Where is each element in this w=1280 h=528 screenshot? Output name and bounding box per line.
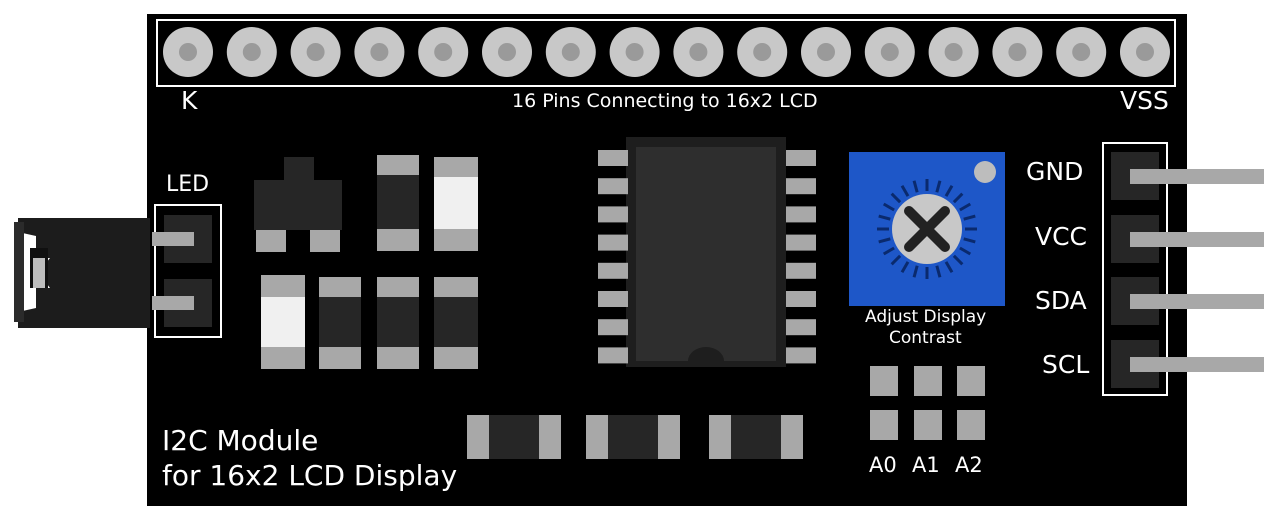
pot-tick [935, 265, 942, 278]
pot-tick [944, 261, 954, 274]
header-pin [163, 27, 213, 77]
led-jumper-frame [154, 204, 222, 338]
header-pin [864, 27, 915, 77]
pot-tick [882, 246, 895, 256]
pot-caption-line1: Adjust Display [865, 307, 987, 327]
pot-corner-dot [974, 161, 996, 183]
header-pins [163, 27, 1170, 77]
ic-leg-right [786, 178, 816, 195]
header-pin [609, 27, 660, 77]
pin-header-caption: 16 Pins Connecting to 16x2 LCD [512, 90, 818, 112]
ic-leg-left [598, 347, 628, 364]
header-pin [545, 27, 596, 77]
header-pin [1120, 27, 1170, 77]
ic-leg-left [598, 178, 628, 195]
smd-resistor-r4 [434, 277, 478, 369]
pot-tick [963, 214, 976, 221]
pot-tick [900, 184, 910, 197]
ic-leg-left [598, 234, 628, 251]
header-pin [673, 27, 724, 77]
i2c-header-pins [1130, 169, 1264, 372]
i2c-pin-label-vcc: VCC [1035, 222, 1088, 251]
header-pin [290, 27, 341, 77]
pin-header-frame [156, 19, 1176, 87]
header-pin [354, 27, 405, 77]
pot-tick [944, 184, 954, 197]
ic-leg-right [786, 150, 816, 166]
ic-leg-right [786, 291, 816, 307]
module-title-line1: I2C Module [162, 424, 319, 457]
ic-leg-left [598, 206, 628, 223]
pin-vss-label: VSS [1120, 86, 1169, 115]
pot-tick [952, 192, 964, 204]
smd-led-1 [434, 157, 478, 251]
pot-tick [912, 265, 919, 278]
ic-leg-left [598, 262, 628, 279]
pin-k-label: K [181, 86, 198, 115]
jumper-pin-bottom [152, 296, 194, 310]
header-pin [737, 27, 788, 77]
pot-knob-cross [904, 206, 950, 252]
pot-tick [900, 261, 910, 274]
pot-tick [959, 246, 972, 256]
transistor [254, 157, 342, 252]
pot-tick [963, 237, 976, 244]
address-jumper-pads [870, 366, 985, 440]
smd-resistor-h2 [586, 415, 680, 459]
header-pin [226, 27, 277, 77]
ic-leg-right [786, 319, 816, 336]
pot-tick [952, 254, 964, 266]
i2c-header-frame [1102, 142, 1168, 396]
module-title-line2: for 16x2 LCD Display [162, 459, 458, 492]
address-label-a2: A2 [955, 453, 983, 477]
header-pin [418, 27, 469, 77]
pot-tick [912, 180, 919, 193]
ic-leg-right [786, 262, 816, 279]
smd-resistor-r3 [377, 277, 419, 369]
pot-tick [959, 202, 972, 212]
address-label-a0: A0 [869, 453, 897, 477]
pot-ticks [877, 179, 977, 279]
header-pin [482, 27, 532, 77]
smd-resistor-h3 [709, 415, 803, 459]
i2c-pin-label-gnd: GND [1026, 157, 1084, 186]
header-pin [801, 27, 851, 77]
ic-leg-right [786, 206, 816, 223]
ic-leg-left [598, 291, 628, 307]
pot-tick [882, 202, 895, 212]
ic-leg-right [786, 347, 816, 364]
smd-resistor-r2 [319, 277, 361, 369]
address-label-a1: A1 [912, 453, 940, 477]
i2c-pin-label-scl: SCL [1042, 350, 1090, 379]
jumper-pin-top [152, 232, 194, 246]
pot-tick [935, 180, 942, 193]
smd-resistor-h1 [467, 415, 561, 459]
pot-tick [890, 192, 902, 204]
pot-tick [878, 237, 891, 244]
pot-tick [890, 254, 902, 266]
jumper-cap [14, 218, 150, 328]
header-pin [992, 27, 1043, 77]
ic-leg-left [598, 150, 628, 166]
pot-tick [878, 214, 891, 221]
header-pin [928, 27, 979, 77]
potentiometer [849, 152, 1005, 306]
led-label: LED [166, 172, 210, 197]
i2c-pin-label-sda: SDA [1035, 286, 1087, 315]
ic-chip [598, 137, 816, 367]
pot-caption-line2: Contrast [889, 328, 962, 348]
ic-leg-right [786, 234, 816, 251]
ic-leg-left [598, 319, 628, 336]
header-pin [1056, 27, 1107, 77]
smd-led-2 [261, 275, 305, 369]
smd-resistor-r1 [377, 155, 419, 251]
